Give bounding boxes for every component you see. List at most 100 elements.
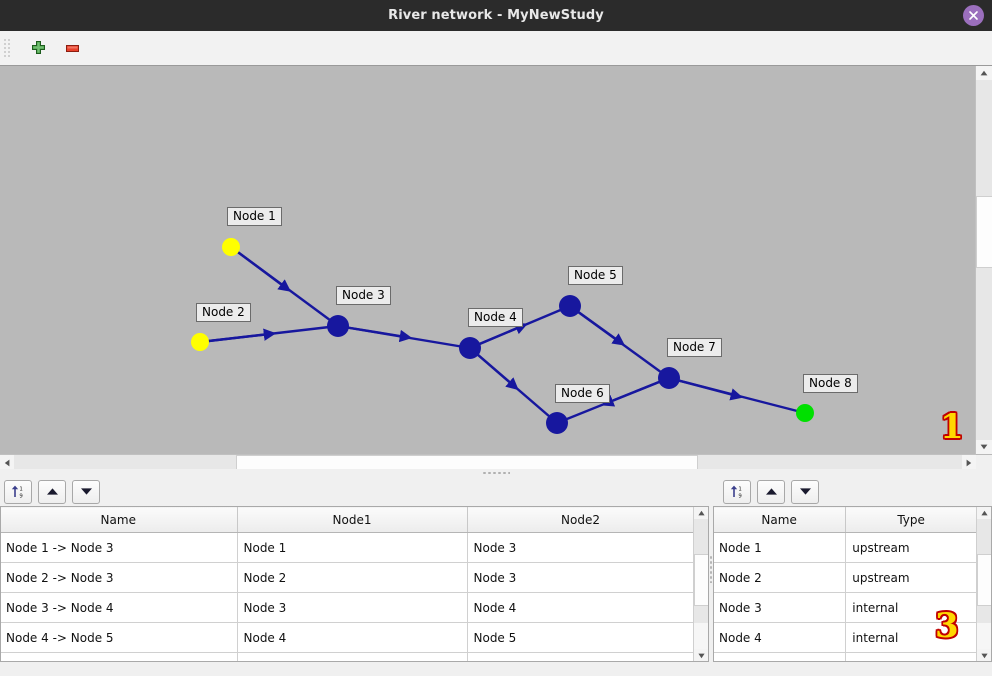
vertical-splitter[interactable] [709,477,713,676]
cell-type[interactable]: upstream [845,562,977,593]
graph-node-node5 [559,295,581,317]
graph-scroll-right-icon[interactable] [962,455,976,470]
network-graph-svg [191,238,814,434]
cell-name[interactable]: Node 1 [713,532,847,563]
nodes-scroll-up-icon[interactable] [977,506,991,519]
cell-node2[interactable]: Node 3 [467,562,694,593]
reaches-scroll-up-icon[interactable] [694,506,708,519]
nodes-table-clip: Name Type Node 1 upstream Node 2 u [713,506,977,662]
reaches-vscroll-thumb[interactable] [694,554,709,606]
cell-name[interactable]: Node 1 -> Node 3 [0,532,238,563]
reaches-sort-icon[interactable]: 1 9 [4,479,32,504]
add-plus-icon[interactable] [25,35,51,61]
graph-node-circles [191,238,814,434]
svg-text:1: 1 [738,487,741,493]
remove-minus-icon[interactable] [59,35,85,61]
graph-node-label-node4[interactable]: Node 4 [468,308,523,327]
graph-scroll-down-icon[interactable] [976,440,992,454]
nodes-toolbar: 1 9 [713,477,992,506]
graph-node-label-node1[interactable]: Node 1 [227,207,282,226]
graph-vertical-scrollbar[interactable] [975,66,992,454]
column-header-name[interactable]: Name [713,506,847,533]
graph-vscroll-thumb[interactable] [976,196,992,268]
column-header-type[interactable]: Type [845,506,977,533]
edge-arrow-node1-node3 [230,246,292,292]
cell-name[interactable]: Node 3 [713,592,847,623]
table-row-partial[interactable] [0,652,694,662]
cell-name[interactable]: Node 2 [713,562,847,593]
close-icon[interactable] [963,5,984,26]
column-header-name[interactable]: Name [0,506,238,533]
cell-node2[interactable]: Node 3 [467,532,694,563]
table-row[interactable]: Node 3 internal [713,592,977,623]
column-header-node1[interactable]: Node1 [237,506,468,533]
table-row[interactable]: Node 4 internal [713,622,977,653]
graph-scroll-left-icon[interactable] [0,455,14,470]
graph-node-node3 [327,315,349,337]
cell-node1[interactable]: Node 1 [237,532,468,563]
edge-arrow-node3-node4 [337,324,413,343]
cell-node2[interactable]: Node 5 [467,622,694,653]
annotation-marker-1: 1 [939,407,965,447]
nodes-scroll-down-icon[interactable] [977,649,991,662]
horizontal-splitter[interactable] [0,469,992,477]
nodes-move-up-icon[interactable] [757,479,785,504]
scrollbar-corner [976,455,992,470]
cell-node1[interactable]: Node 3 [237,592,468,623]
cell-name[interactable]: Node 4 [713,622,847,653]
graph-node-label-node7[interactable]: Node 7 [667,338,722,357]
reaches-table-clip: Name Node1 Node2 Node 1 -> Node 3 Node 1… [0,506,694,662]
table-row[interactable]: Node 2 -> Node 3 Node 2 Node 3 [0,562,694,593]
network-graph-canvas[interactable]: Node 1 Node 2 Node 3 Node 4 Node 5 Node … [0,66,976,454]
nodes-table[interactable]: Name Type Node 1 upstream Node 2 u [713,506,977,662]
title-bar: River network - MyNewStudy [0,0,992,31]
graph-node-node7 [658,367,680,389]
cell-name [713,652,847,662]
nodes-move-down-icon[interactable] [791,479,819,504]
reaches-panel: 1 9 Name [0,477,709,676]
table-row[interactable]: Node 2 upstream [713,562,977,593]
nodes-table-container[interactable]: Name Type Node 1 upstream Node 2 u [713,506,992,662]
graph-node-label-node2[interactable]: Node 2 [196,303,251,322]
table-row[interactable]: Node 4 -> Node 5 Node 4 Node 5 [0,622,694,653]
graph-node-label-node5[interactable]: Node 5 [568,266,623,285]
table-row[interactable]: Node 1 -> Node 3 Node 1 Node 3 [0,532,694,563]
svg-text:9: 9 [19,493,23,499]
nodes-header-row: Name Type [713,506,977,533]
nodes-vertical-scrollbar[interactable] [976,506,992,662]
cell-type[interactable]: internal [845,592,977,623]
cell-node2[interactable]: Node 4 [467,592,694,623]
cell-node1[interactable]: Node 2 [237,562,468,593]
nodes-sort-icon[interactable]: 1 9 [723,479,751,504]
table-row-partial[interactable] [713,652,977,662]
table-row[interactable]: Node 3 -> Node 4 Node 3 Node 4 [0,592,694,623]
graph-node-node6 [546,412,568,434]
graph-node-label-node3[interactable]: Node 3 [336,286,391,305]
graph-horizontal-scrollbar[interactable] [0,454,976,471]
cell-type[interactable]: internal [845,622,977,653]
cell-type [845,652,977,662]
cell-name[interactable]: Node 2 -> Node 3 [0,562,238,593]
graph-scroll-up-icon[interactable] [976,66,992,80]
column-header-node2[interactable]: Node2 [467,506,694,533]
reaches-move-down-icon[interactable] [72,479,100,504]
graph-node-label-node8[interactable]: Node 8 [803,374,858,393]
cell-name [0,652,238,662]
reaches-move-up-icon[interactable] [38,479,66,504]
svg-text:1: 1 [19,487,22,493]
reaches-vertical-scrollbar[interactable] [693,506,709,662]
cell-name[interactable]: Node 3 -> Node 4 [0,592,238,623]
graph-node-label-node6[interactable]: Node 6 [555,384,610,403]
cell-name[interactable]: Node 4 -> Node 5 [0,622,238,653]
nodes-vscroll-thumb[interactable] [977,554,992,606]
table-row[interactable]: Node 1 upstream [713,532,977,563]
cell-type[interactable]: upstream [845,532,977,563]
toolbar-grip[interactable] [3,38,12,58]
nodes-panel: 1 9 Name [713,477,992,676]
reaches-scroll-down-icon[interactable] [694,649,708,662]
cell-node1[interactable]: Node 4 [237,622,468,653]
reaches-table-container[interactable]: Name Node1 Node2 Node 1 -> Node 3 Node 1… [0,506,709,662]
reaches-table[interactable]: Name Node1 Node2 Node 1 -> Node 3 Node 1… [0,506,694,662]
network-graph-panel[interactable]: Node 1 Node 2 Node 3 Node 4 Node 5 Node … [0,65,992,471]
vertical-splitter-grip [709,555,713,583]
